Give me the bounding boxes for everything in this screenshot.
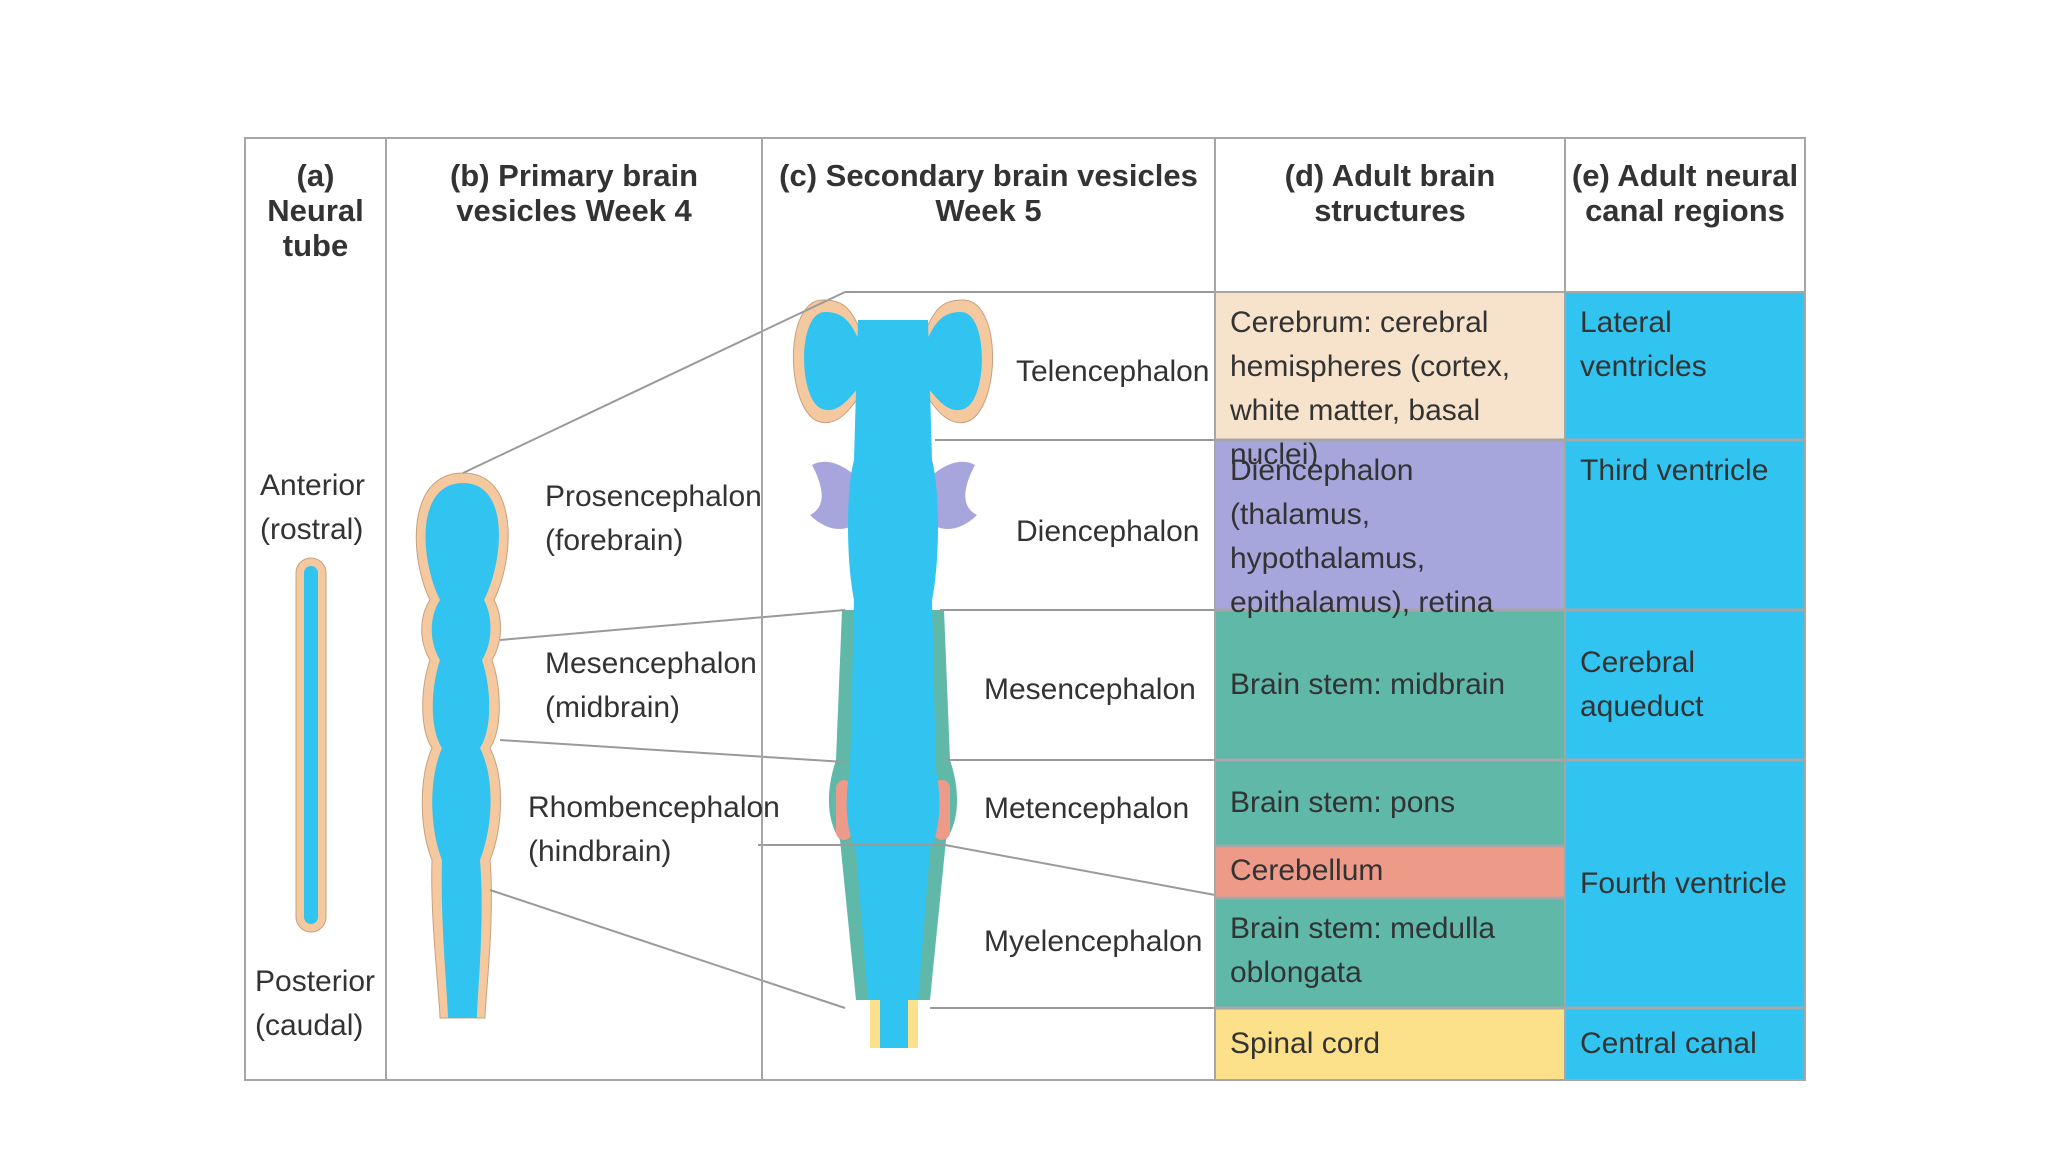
secondary-vesicles-drawing: [793, 299, 993, 1048]
canal-cerebral-aqueduct: Cerebral aqueduct: [1580, 646, 1704, 723]
canal-central-canal: Central canal: [1580, 1027, 1757, 1060]
canal-fill: [1566, 761, 1804, 1007]
label-posterior: Posterior (caudal): [255, 965, 376, 1042]
label-myelencephalon: Myelencephalon: [984, 925, 1203, 958]
structure-fill: [1216, 847, 1565, 897]
label-anterior: Anterior (rostral): [260, 469, 366, 546]
structure-cerebellum: Cerebellum: [1230, 854, 1384, 887]
header-adult-structures: (d) Adult brain structures: [1284, 158, 1496, 228]
canal-lateral-ventricles: Lateral ventricles: [1580, 306, 1707, 383]
canal-fill: [1566, 293, 1804, 439]
table-frame: [244, 137, 1806, 1081]
label-diencephalon: Diencephalon: [1016, 515, 1200, 548]
structure-fill: [1216, 761, 1565, 845]
primary-vesicles-drawing: [415, 472, 509, 1019]
structure-fill: [1216, 899, 1565, 1007]
header-adult-canal: (e) Adult neural canal regions: [1571, 158, 1799, 228]
structure-fill: [1216, 611, 1565, 759]
structure-diencephalon: Diencephalon (thalamus, hypothalamus, ep…: [1230, 454, 1494, 619]
structure-medulla: Brain stem: medulla oblongata: [1230, 912, 1496, 989]
label-telencephalon: Telencephalon: [1016, 355, 1210, 388]
label-metencephalon: Metencephalon: [984, 792, 1190, 825]
label-mesencephalon-primary: Mesencephalon (midbrain): [545, 647, 757, 724]
structure-fill: [1216, 293, 1565, 439]
canal-fill: [1566, 611, 1804, 759]
neural-tube-drawing: [295, 557, 327, 933]
connector-lines: [462, 291, 1216, 1009]
structure-pons: Brain stem: pons: [1230, 786, 1456, 819]
table-fills: [1215, 293, 1805, 1079]
structure-spinal-cord: Spinal cord: [1230, 1027, 1381, 1060]
structure-fill: [1216, 1009, 1565, 1079]
canal-fill: [1566, 1009, 1804, 1079]
canal-fill: [1566, 441, 1804, 609]
header-primary-vesicles: (b) Primary brain vesicles Week 4: [449, 158, 699, 228]
structure-cerebrum: Cerebrum: cerebral hemispheres (cortex, …: [1230, 306, 1511, 471]
structure-fill: [1216, 441, 1565, 609]
label-rhombencephalon: Rhombencephalon (hindbrain): [528, 791, 780, 868]
canal-fourth-ventricle: Fourth ventricle: [1580, 867, 1787, 900]
label-mesencephalon-secondary: Mesencephalon: [984, 673, 1196, 706]
structure-midbrain: Brain stem: midbrain: [1230, 668, 1506, 701]
label-prosencephalon: Prosencephalon (forebrain): [545, 480, 762, 557]
header-secondary-vesicles: (c) Secondary brain vesicles Week 5: [779, 158, 1198, 228]
canal-third-ventricle: Third ventricle: [1580, 454, 1769, 487]
header-neural-tube: (a) Neural tube: [267, 158, 364, 263]
